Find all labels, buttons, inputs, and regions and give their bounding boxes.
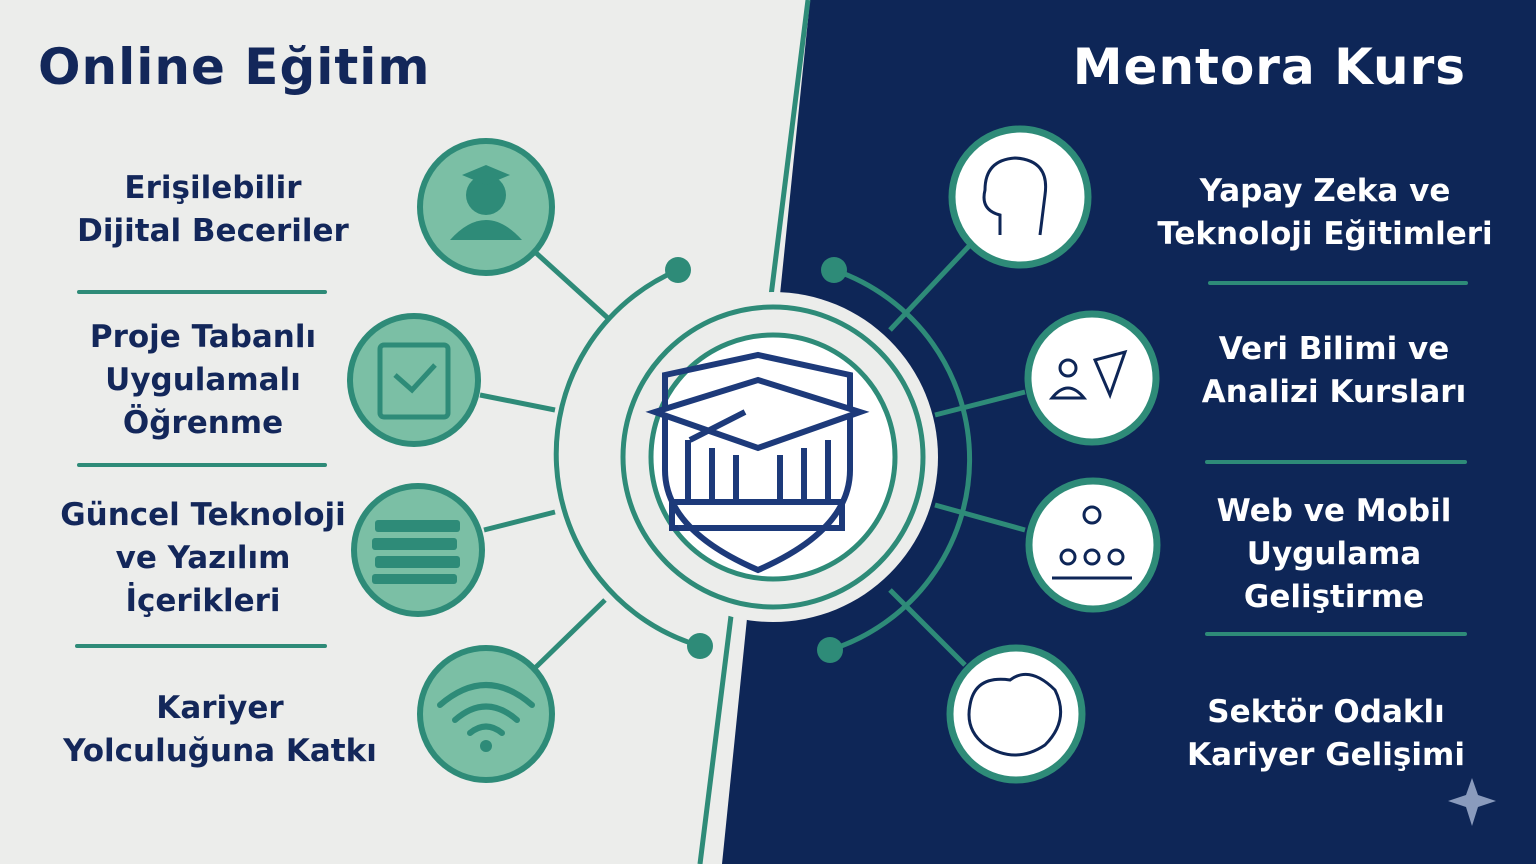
books-icon xyxy=(351,483,485,617)
head-brain-icon xyxy=(948,125,1092,269)
left-item-label: Kariyer Yolculuğuna Katkı xyxy=(63,690,377,769)
connector-dots xyxy=(665,257,847,663)
separator xyxy=(77,290,327,294)
right-icons xyxy=(946,125,1161,784)
sparkle-icon xyxy=(1448,778,1496,826)
graduate-icon xyxy=(417,138,555,276)
team-icon xyxy=(1025,477,1161,613)
wifi-icon xyxy=(417,645,555,783)
left-title: Online Eğitim xyxy=(38,38,431,96)
tablet-icon xyxy=(347,313,481,447)
separator xyxy=(1205,460,1467,464)
separator xyxy=(77,463,327,467)
left-icons xyxy=(347,138,555,783)
right-title: Mentora Kurs xyxy=(1072,38,1466,96)
academy-shield-icon xyxy=(645,351,870,574)
left-item-label: Proje Tabanlı Uygulamalı Öğrenme xyxy=(89,319,317,441)
right-item-label: Yapay Zeka ve Teknoloji Eğitimleri xyxy=(1157,173,1493,252)
left-item-label: Erişilebilir Dijital Beceriler xyxy=(77,170,349,249)
right-item-label: Veri Bilimi ve Analizi Kursları xyxy=(1201,331,1467,410)
right-item-label: Sektör Odaklı Kariyer Gelişimi xyxy=(1187,694,1465,773)
connectors xyxy=(479,243,1026,670)
separator xyxy=(75,644,327,648)
separator xyxy=(1205,632,1467,636)
brain-network-icon xyxy=(946,644,1086,784)
people-analysis-icon xyxy=(1024,310,1160,446)
right-item-label: Web ve Mobil Uygulama Geliştirme xyxy=(1216,493,1452,615)
separator xyxy=(1208,281,1468,285)
left-item-label: Güncel Teknoloji ve Yazılım İçerikleri xyxy=(60,497,346,619)
